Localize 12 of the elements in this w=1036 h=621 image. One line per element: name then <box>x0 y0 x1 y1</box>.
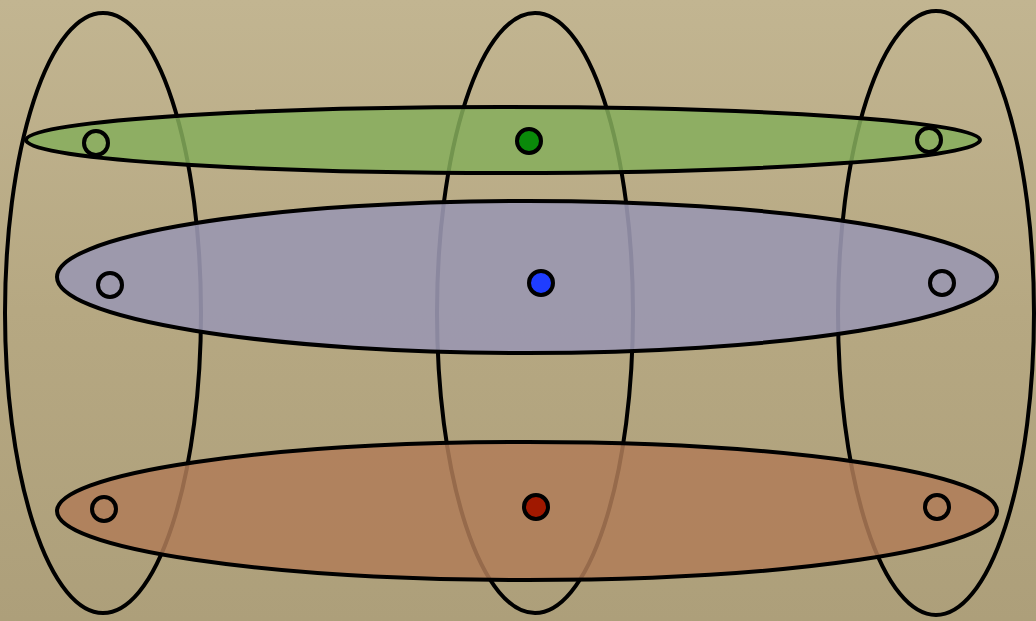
point-marker <box>522 493 550 521</box>
point-marker <box>82 129 110 157</box>
point-marker <box>515 127 543 155</box>
point-marker <box>527 269 555 297</box>
horizontal-ellipse <box>55 440 999 582</box>
point-marker <box>90 495 118 523</box>
point-marker <box>915 126 943 154</box>
horizontal-ellipse <box>24 105 982 175</box>
point-marker <box>923 493 951 521</box>
point-marker <box>928 269 956 297</box>
point-marker <box>96 271 124 299</box>
horizontal-ellipse <box>55 199 999 355</box>
